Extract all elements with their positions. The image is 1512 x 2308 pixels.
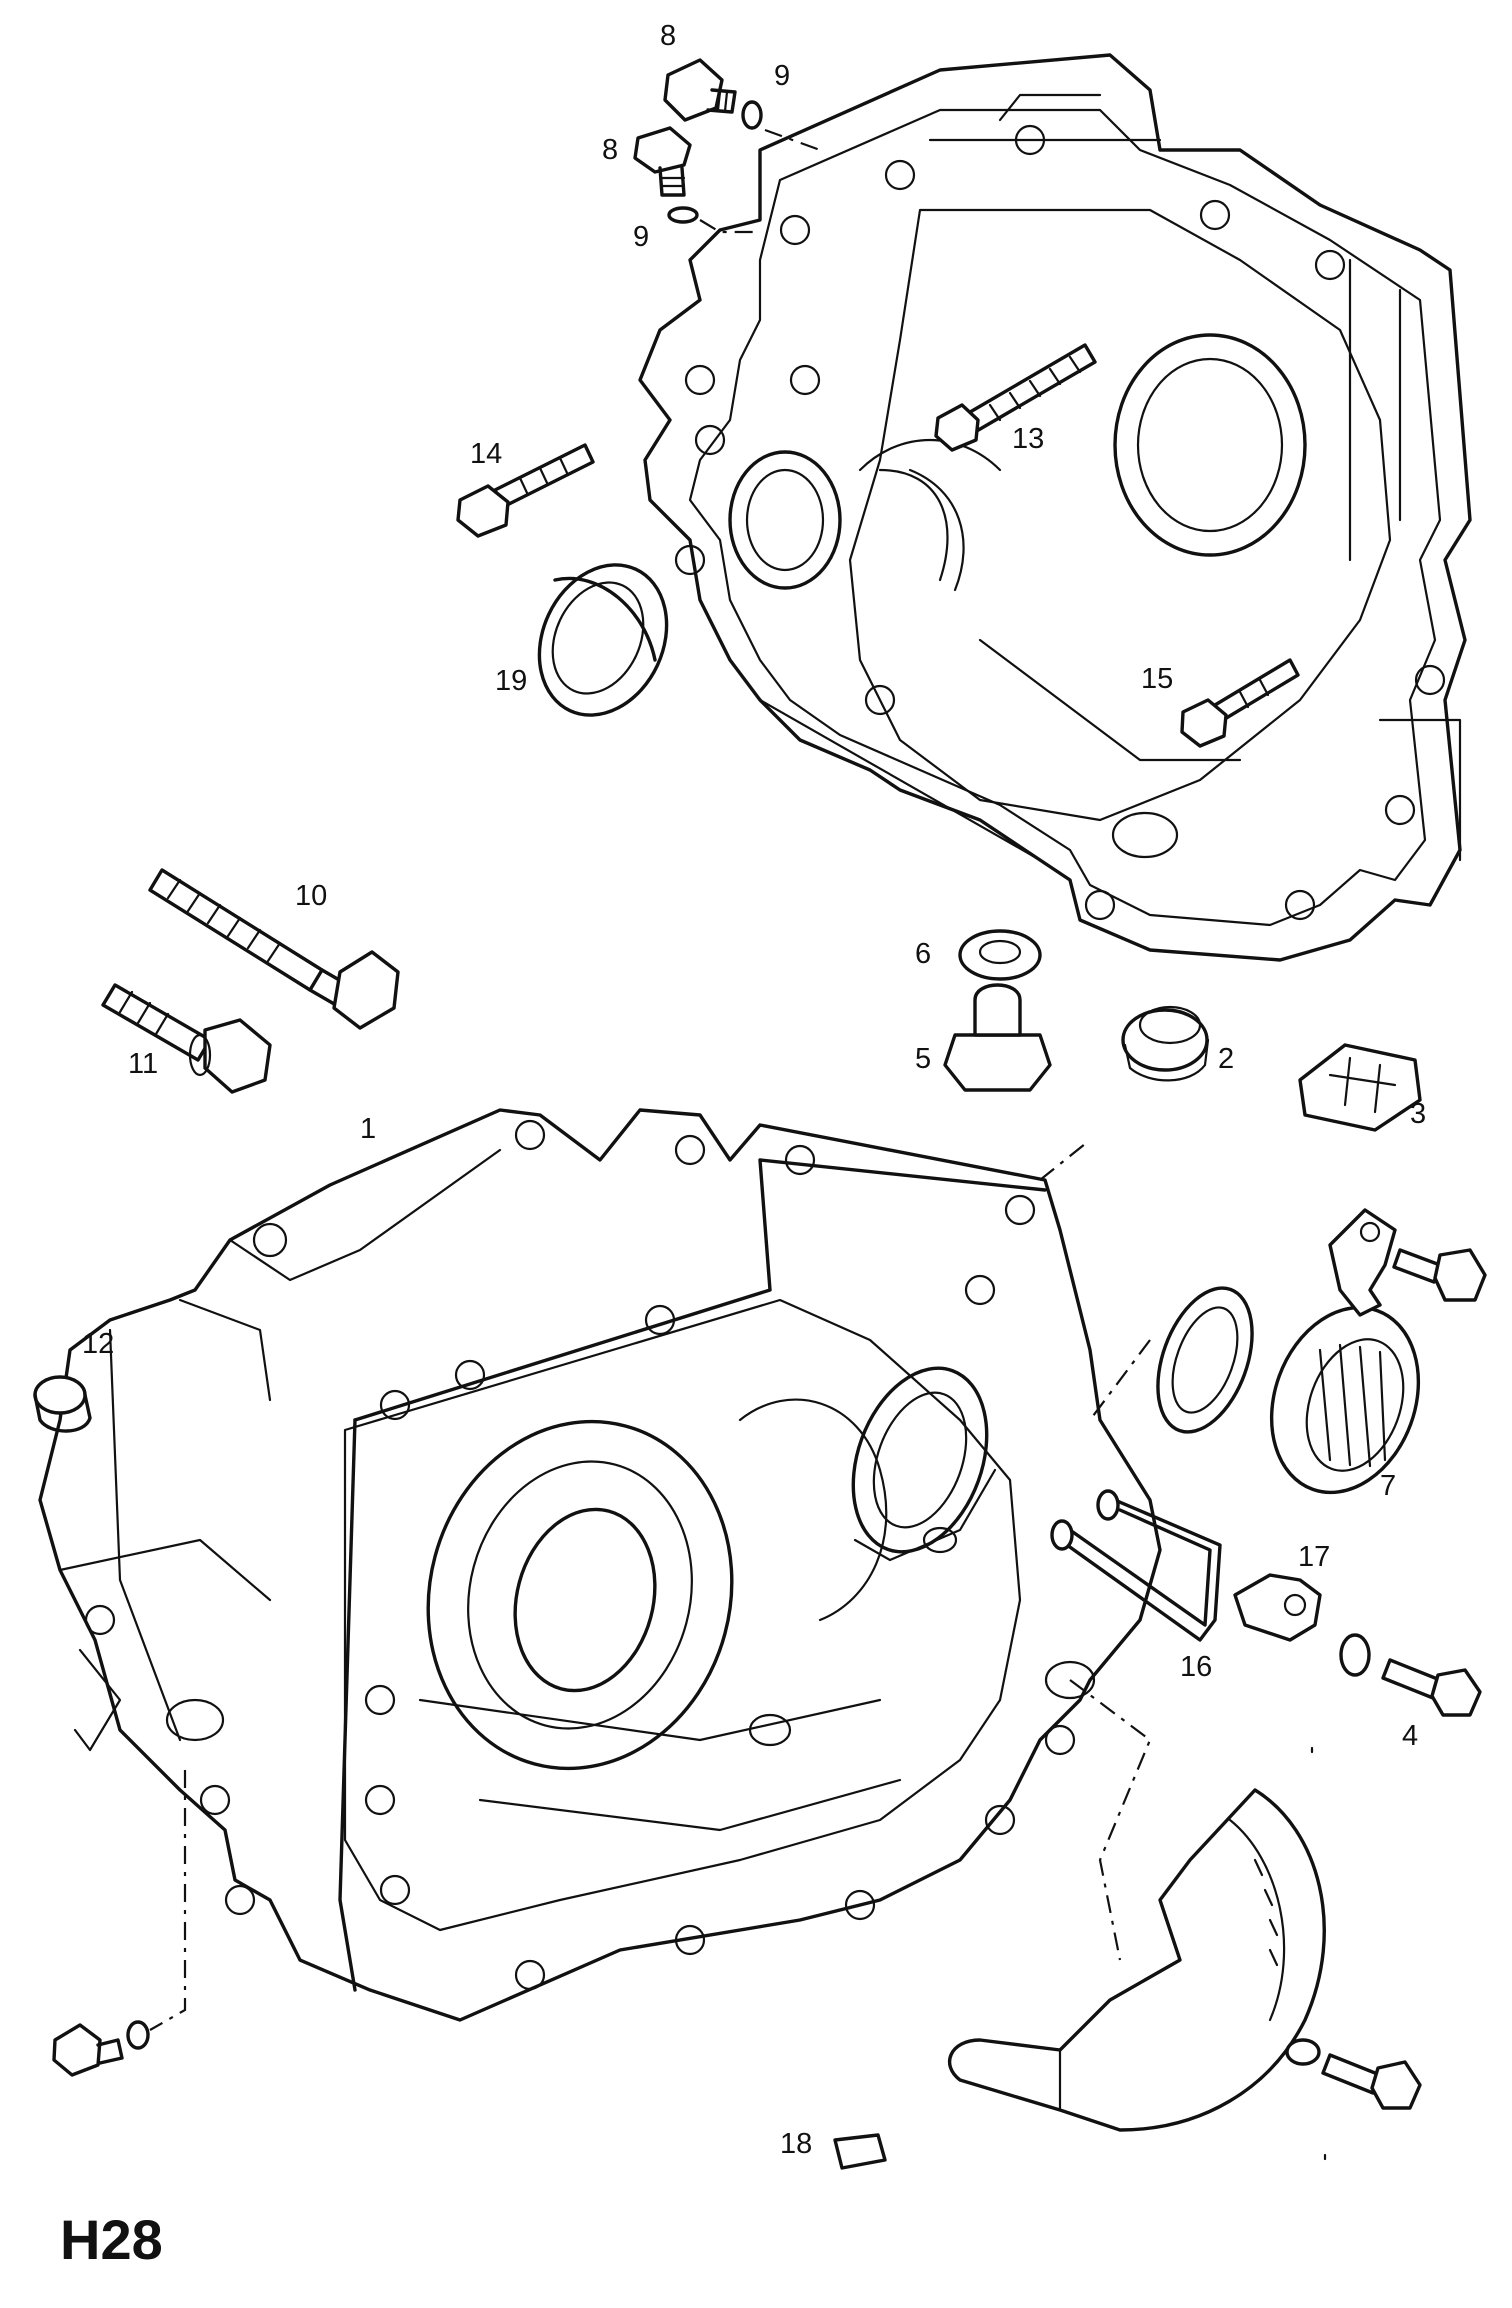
part-9-o-ring-upper — [741, 100, 763, 130]
part-2-bush — [1121, 1005, 1210, 1082]
callout-7: 7 — [1380, 1470, 1397, 1502]
part-16-pipe — [1050, 1489, 1222, 1642]
part-18-block — [833, 2133, 887, 2170]
part-3-cap — [1298, 1043, 1422, 1132]
callout-2: 2 — [1218, 1043, 1235, 1075]
callout-3: 3 — [1410, 1098, 1427, 1130]
leader-line — [764, 128, 821, 152]
bolt-lower-left — [52, 2023, 124, 2077]
callout-11: 11 — [128, 1048, 159, 1080]
part-4-bolt — [1381, 1658, 1482, 1717]
callout-18: 18 — [780, 2128, 813, 2160]
leader-line — [1089, 1339, 1151, 1421]
bracket-upper-right — [1328, 1208, 1397, 1317]
part-1-transmission-case — [38, 1108, 1162, 2022]
diagram-code-label: H28 — [60, 2208, 163, 2271]
callout-8: 8 — [602, 134, 619, 166]
callout-10: 10 — [295, 880, 328, 912]
callout-1: 1 — [360, 1113, 377, 1145]
callout-5: 5 — [915, 1043, 932, 1075]
callout-14: 14 — [470, 438, 503, 470]
leader-line — [149, 1770, 187, 2031]
bolt-upper-right — [1392, 1248, 1487, 1302]
callout-17: 17 — [1298, 1541, 1331, 1573]
part-12-plug — [33, 1375, 92, 1433]
part-7-bearing — [1269, 1305, 1421, 1495]
part-10-bolt — [148, 868, 400, 1030]
part-6-washer — [958, 929, 1042, 981]
bolt-lower-right — [1321, 2053, 1422, 2110]
callout-8: 8 — [660, 20, 677, 52]
callout-15: 15 — [1141, 663, 1174, 695]
leader-line — [699, 219, 760, 234]
part-17-bracket — [1233, 1573, 1322, 1642]
part-5-plug — [943, 983, 1052, 1092]
o-ring-lower-left — [126, 2020, 150, 2050]
part-9-o-ring-lower — [667, 206, 699, 224]
part-8-bolt-lower — [633, 126, 692, 197]
thrust-washer — [1156, 1286, 1254, 1434]
callout-16: 16 — [1180, 1651, 1213, 1683]
callout-4: 4 — [1402, 1720, 1419, 1752]
part-15-bolt — [1180, 658, 1300, 748]
callout-6: 6 — [915, 938, 932, 970]
lower-shield — [948, 1788, 1326, 2132]
part-19-seal-ring — [537, 563, 669, 717]
callout-9: 9 — [774, 60, 791, 92]
part-13-bolt — [934, 343, 1097, 452]
leader-line — [1069, 1679, 1152, 1961]
callout-12: 12 — [82, 1328, 115, 1360]
part-8-bolt-upper — [663, 58, 737, 122]
callout-9: 9 — [633, 221, 650, 253]
leader-line — [1039, 1139, 1091, 1181]
part-11-bolt — [101, 983, 272, 1094]
washer-lower-right — [1285, 2038, 1321, 2066]
upper-housing — [638, 53, 1472, 962]
callout-13: 13 — [1012, 423, 1045, 455]
part-14-bolt — [456, 443, 595, 538]
washer-part-4 — [1339, 1633, 1371, 1677]
callout-19: 19 — [495, 665, 528, 697]
